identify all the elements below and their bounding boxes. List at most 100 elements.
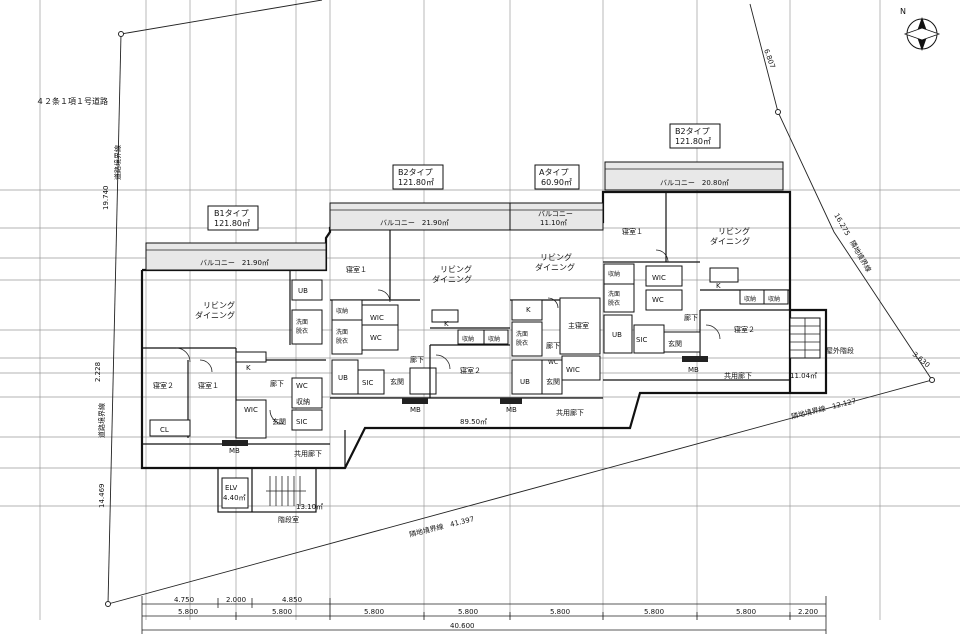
stair-area: 13.10㎡ [296,503,323,511]
adjacent-boundary-right: 16.275 隣地境界線 [832,212,873,274]
unit-b2b-mb-box [682,356,708,362]
balcony-a-label-l1: バルコニー [538,210,573,218]
unit-b2a-ub: UB [338,374,348,382]
unit-b2b-sic: SIC [636,336,648,344]
common-corridor-1: 共用廊下 [294,449,322,458]
unit-tag-b1: B1タイプ 121.80㎡ [207,205,259,231]
unit-b1-walls [142,270,326,439]
balcony-b2b: バルコニー 20.80㎡ [604,161,784,191]
unit-tag-b2a: B2タイプ 121.80㎡ [392,164,444,190]
unit-b2a-wash: 洗面 [336,328,348,336]
adjacent-boundary-south: 隣地境界線 41.397 [408,514,475,539]
adjacent-boundary-east: 隣地境界線 12.127 [790,396,857,421]
unit-b2b-living: リビング ダイニング [710,226,753,246]
unit-b2a-hall: 廊下 [410,355,424,364]
unit-b2b-wash: 洗面 [608,290,620,298]
common-corridor-3: 共用廊下 [724,371,752,380]
unit-b2b-storage-3: 収納 [768,295,780,303]
unit-b1-storage: 収納 [296,397,310,406]
dim-3630: 3.630 [911,350,931,369]
unit-a-hall: 廊下 [546,341,560,350]
corridor-area-2: 11.04㎡ [790,372,817,380]
unit-b2b-hall: 廊下 [684,313,698,322]
unit-b2b-wic: WIC [652,274,666,282]
unit-tag-b1-type: B1タイプ [214,209,249,218]
unit-b2b-k: K [716,282,721,290]
unit-b1-living: リビング ダイニング [195,300,238,320]
unit-b2a-living-l2: ダイニング [432,274,472,284]
unit-b1-wash: 洗面 [296,318,308,326]
unit-b2a-walls [330,230,510,398]
unit-b2a-wc: WC [370,334,382,342]
dim-top-1: 4.750 [174,596,194,604]
unit-b1-entry: 玄関 [272,417,286,426]
unit-a-walls [510,297,601,395]
unit-a-wc: WC [548,359,558,366]
unit-tag-a-area: 60.90㎡ [541,178,572,187]
unit-b1-wic: WIC [244,406,258,414]
unit-b2b-entry: 玄関 [668,339,682,348]
unit-b1-wash-2: 脱衣 [296,327,308,335]
unit-b2a-living: リビング ダイニング [432,264,475,284]
dim-top-3: 4.850 [282,596,302,604]
unit-b2a-storage: 収納 [336,307,348,315]
balcony-b1-label: バルコニー 21.90㎡ [200,259,269,267]
balcony-b1: バルコニー 21.90㎡ [145,242,327,271]
unit-a-wic: WIC [566,366,580,374]
balcony-a-label: バルコニー 11.10㎡ [538,210,575,227]
road-boundary-label-2: 道路境界線 [97,403,106,438]
unit-b2b-wash-2: 脱衣 [608,299,620,307]
balcony-b2a: バルコニー 21.90㎡ [329,202,511,231]
unit-tag-b2b-type: B2タイプ [675,127,710,136]
unit-b2a-wash-2: 脱衣 [336,337,348,345]
balcony-b2b-label: バルコニー 20.80㎡ [660,179,729,187]
unit-b2b-bed2: 寝室２ [734,325,755,334]
unit-b1-cl: CL [160,426,169,434]
dim-2228: 2.228 [94,362,102,382]
dim-main-7: 5.800 [736,608,756,616]
unit-a-entry: 玄関 [546,377,560,386]
unit-b1-bed2: 寝室２ [153,381,174,390]
dim-main-6: 5.800 [644,608,664,616]
unit-a-living: リビング ダイニング [535,252,575,272]
unit-tag-b2a-area: 121.80㎡ [398,178,434,187]
unit-b2b-mb: MB [688,366,699,374]
unit-b2a-living-l1: リビング [440,264,472,274]
unit-b2a-bed1: 寝室１ [346,265,367,274]
unit-b2b-storage-2: 収納 [744,295,756,303]
unit-b2a-wic: WIC [370,314,384,322]
dim-14469: 14.469 [98,484,106,509]
unit-tag-b2b: B2タイプ 121.80㎡ [669,123,721,149]
unit-tag-b2b-area: 121.80㎡ [675,137,711,146]
unit-b1-ub: UB [298,287,308,295]
unit-b2a-bed2: 寝室２ [460,366,481,375]
unit-a-living-l2: ダイニング [535,262,575,272]
site-boundary [105,0,935,607]
unit-tag-a-type: Aタイプ [539,168,568,177]
unit-b1-wc: WC [296,382,308,390]
outdoor-stair-label: 屋外階段 [826,346,854,355]
unit-b2b-living-l1: リビング [718,226,750,236]
unit-b1-mb-box [222,440,248,446]
unit-b2a-k: K [444,320,449,328]
unit-a-living-l1: リビング [540,252,572,262]
grid-lines [0,0,960,620]
unit-b1-hall: 廊下 [270,379,284,388]
dim-total: 40.600 [450,622,475,630]
balcony-a-label-l2: 11.10㎡ [540,219,567,227]
dim-main-3: 5.800 [364,608,384,616]
dimension-lines [141,596,827,634]
unit-tag-b1-area: 121.80㎡ [214,219,250,228]
unit-b1-bed1: 寝室１ [198,381,219,390]
balcony-a: バルコニー 11.10㎡ [509,202,604,231]
unit-b2a-entry: 玄関 [390,377,404,386]
unit-b2b-bed1: 寝室１ [622,227,643,236]
unit-b1-k: K [246,364,251,372]
unit-b2b-walls [603,192,790,360]
unit-b2a-mb: MB [410,406,421,414]
common-corridor-2: 共用廊下 [556,408,584,417]
unit-a-ub: UB [520,378,530,386]
north-label: N [900,7,906,16]
